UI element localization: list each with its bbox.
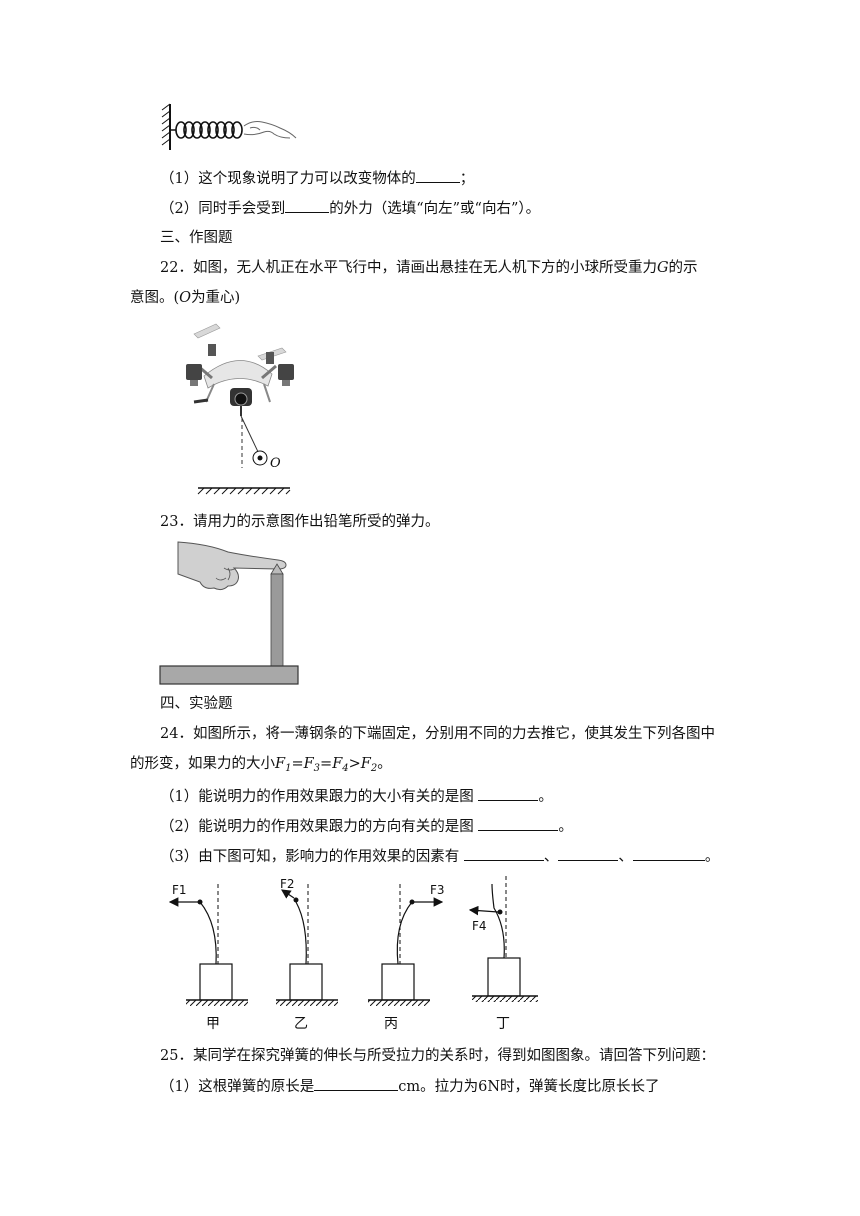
q22-line1: 22．如图，无人机正在水平飞行中，请画出悬挂在无人机下方的小球所受重力G的示	[160, 260, 698, 276]
force-label-f4: F4	[472, 919, 487, 933]
caption-ding: 丁	[496, 1016, 510, 1032]
spring-hand-figure	[161, 103, 297, 150]
q21-part1: （1）这个现象说明了力可以改变物体的；	[160, 168, 474, 189]
hand-pencil-figure	[159, 541, 299, 685]
steel-strip-figure	[168, 876, 538, 1006]
answer-blank[interactable]	[285, 198, 330, 213]
q25-line1: 25．某同学在探究弹簧的伸长与所受拉力的关系时，得到如图图象。请回答下列问题：	[160, 1048, 715, 1064]
caption-bing: 丙	[384, 1016, 398, 1032]
answer-blank[interactable]	[463, 846, 544, 861]
answer-blank[interactable]	[558, 846, 619, 861]
answer-blank[interactable]	[314, 1076, 399, 1091]
q22-line2: 意图。(O为重心)	[130, 290, 241, 306]
center-of-gravity-label: O	[270, 456, 281, 471]
force-label-f3: F3	[430, 883, 445, 897]
drone-figure	[186, 323, 294, 495]
strip-jia	[168, 884, 248, 1006]
answer-blank[interactable]	[478, 816, 559, 831]
q24-line1: 24．如图所示，将一薄钢条的下端固定，分别用不同的力去推它，使其发生下列各图中	[160, 726, 715, 742]
q24-part1: （1）能说明力的作用效果跟力的大小有关的是图 。	[160, 786, 553, 807]
force-label-f2: F2	[280, 877, 295, 891]
q21-part2: （2）同时手会受到的外力（选填“向左”或“向右”）。	[160, 198, 540, 219]
answer-blank[interactable]	[415, 168, 460, 183]
q24-part3: （3）由下图可知，影响力的作用效果的因素有 、、。	[160, 846, 719, 867]
answer-blank[interactable]	[478, 786, 539, 801]
q24-part2: （2）能说明力的作用效果跟力的方向有关的是图 。	[160, 816, 573, 837]
answer-blank[interactable]	[632, 846, 705, 861]
caption-yi: 乙	[294, 1016, 308, 1032]
force-label-f1: F1	[172, 883, 187, 897]
q24-line2: 的形变，如果力的大小F1=F3=F4>F2。	[130, 756, 392, 774]
section-heading-3: 三、作图题	[160, 230, 233, 246]
strip-ding	[468, 876, 538, 1002]
caption-jia: 甲	[206, 1016, 220, 1032]
strip-yi	[276, 884, 338, 1006]
strip-bing	[368, 884, 444, 1006]
section-heading-4: 四、实验题	[160, 696, 233, 712]
q23-text: 23．请用力的示意图作出铅笔所受的弹力。	[160, 514, 440, 530]
